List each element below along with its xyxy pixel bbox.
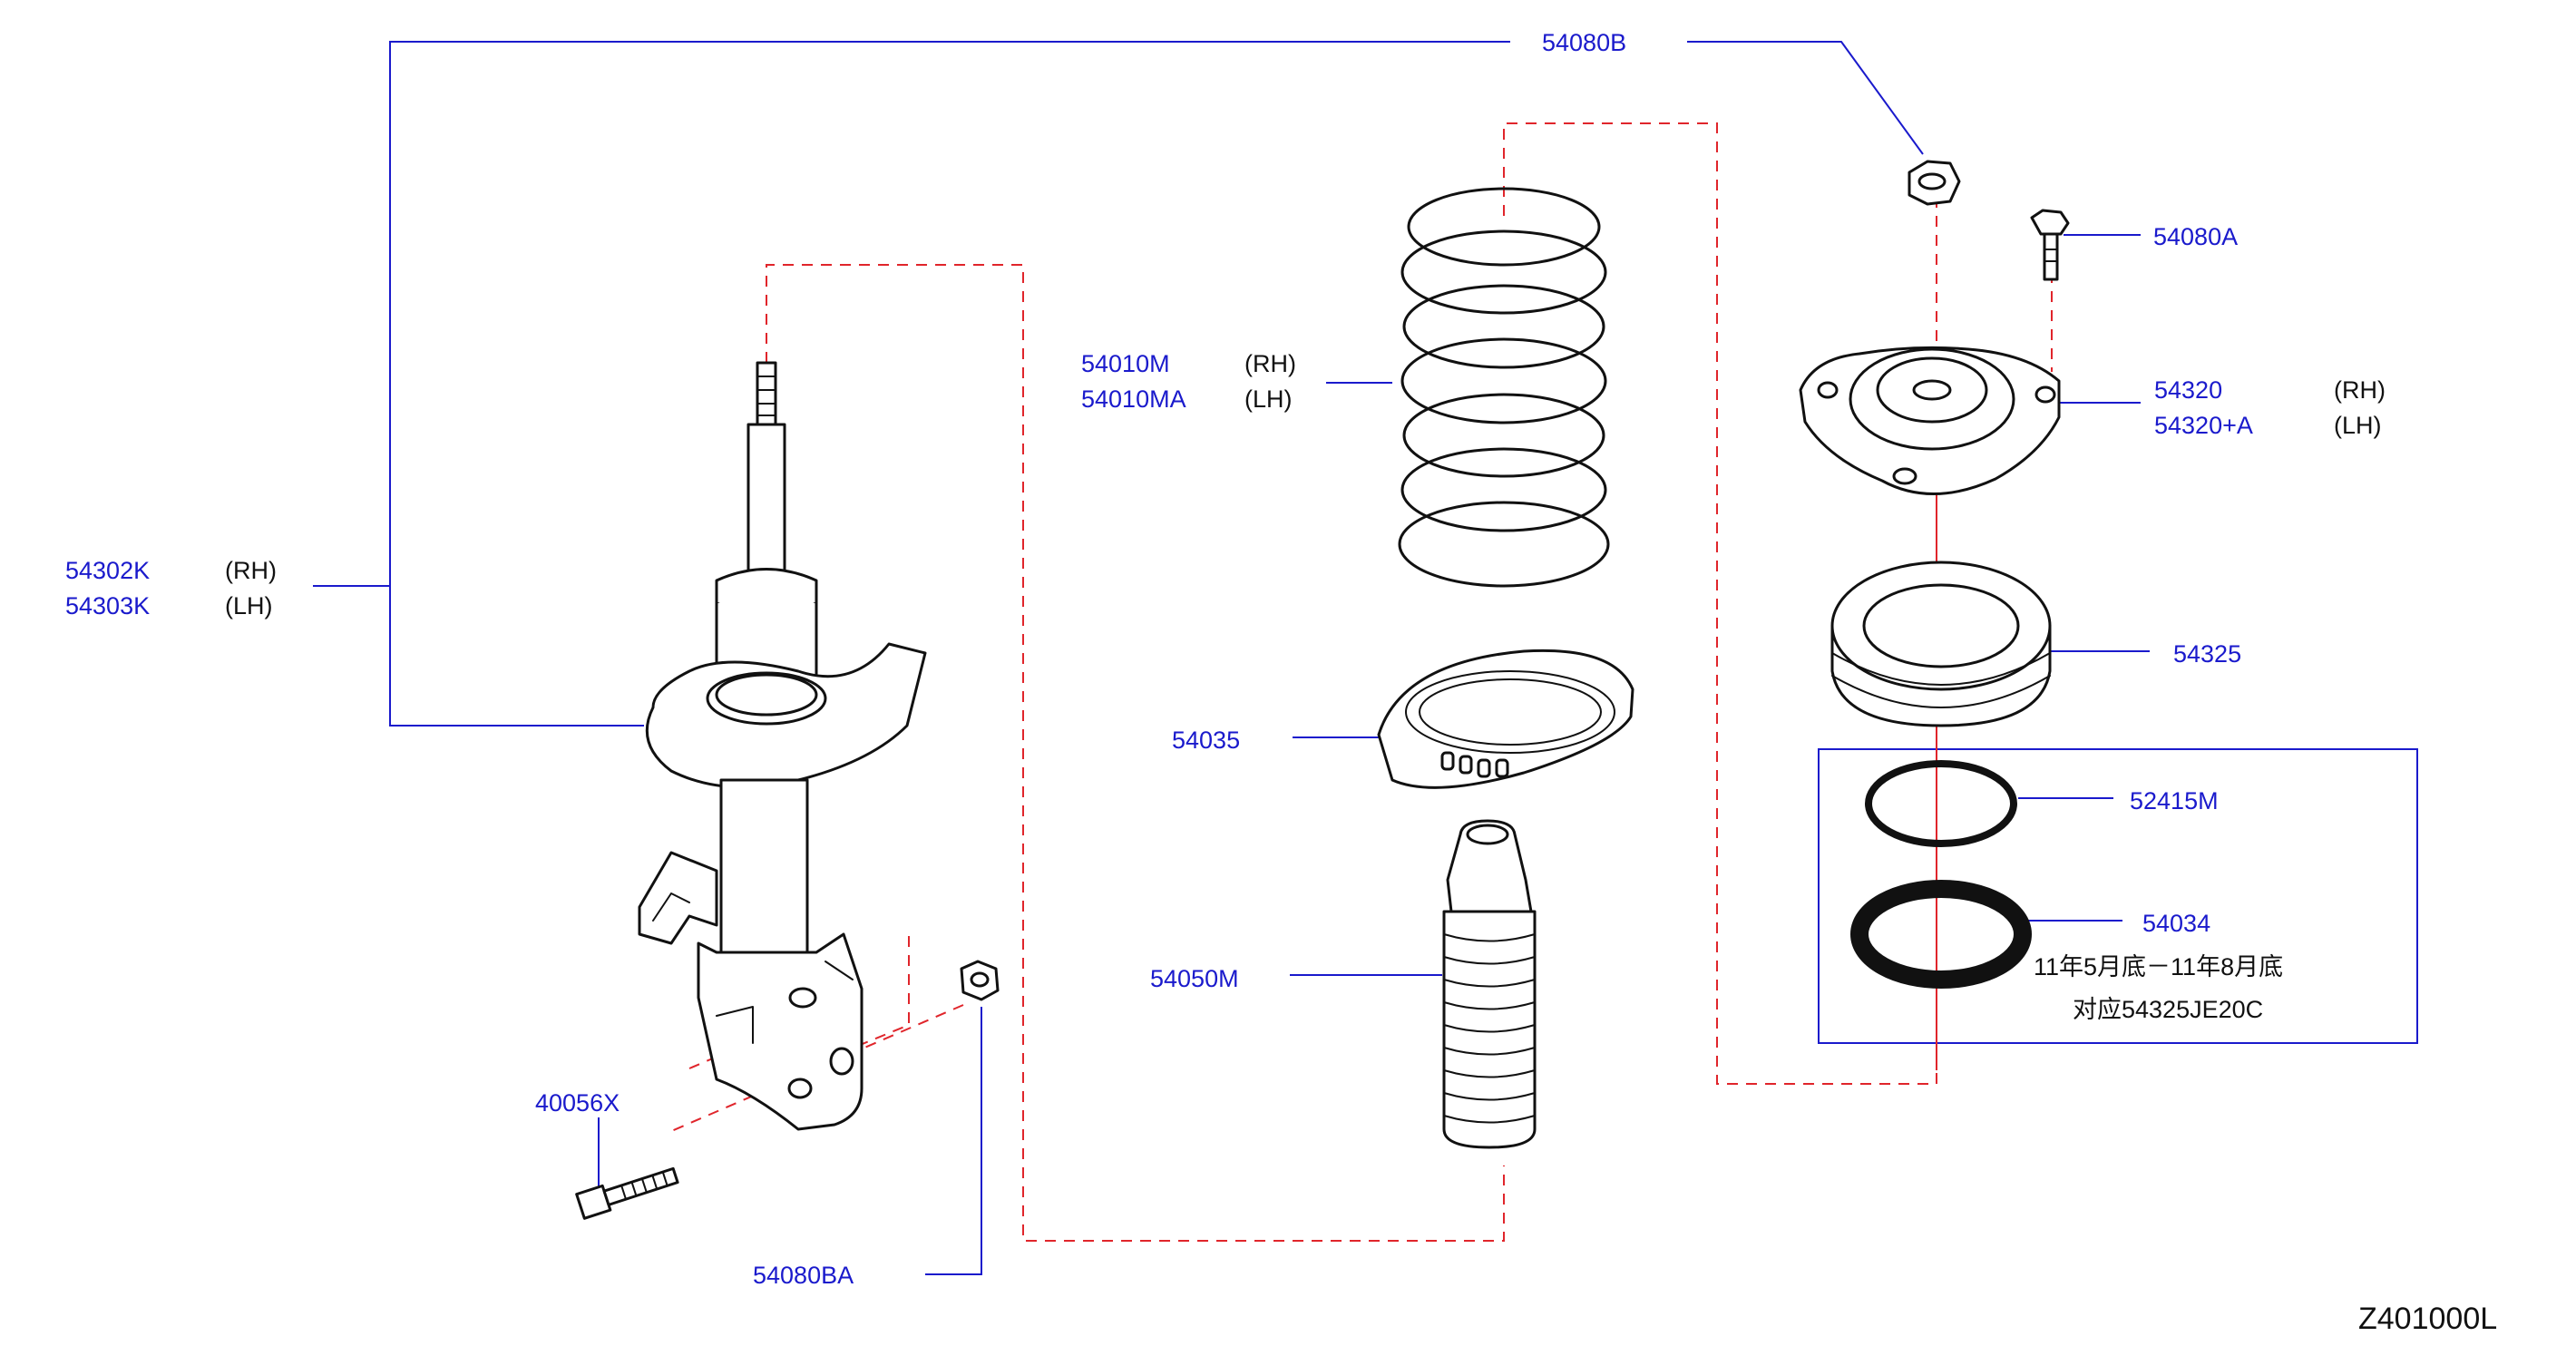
label-54010MA: 54010MA <box>1081 385 1186 413</box>
label-54302K-side: (RH) <box>225 557 277 584</box>
ring-drawing <box>1865 760 2017 847</box>
note-applicability: 对应54325JE20C <box>2073 996 2263 1023</box>
spring-seat-drawing <box>1377 649 1634 789</box>
upper-nut-drawing <box>1908 160 1961 206</box>
label-40056X: 40056X <box>535 1089 620 1117</box>
label-54320: 54320 <box>2154 376 2222 404</box>
label-54080A: 54080A <box>2153 223 2238 250</box>
lower-bolt-drawing <box>575 1166 679 1220</box>
note-date-range: 11年5月底－11年8月底 <box>2034 953 2283 980</box>
label-54320-side: (RH) <box>2334 376 2386 404</box>
label-54303K-side: (LH) <box>225 592 273 619</box>
insulator-drawing <box>1850 880 2032 989</box>
label-54050M: 54050M <box>1150 965 1239 992</box>
label-54010M-side: (RH) <box>1244 350 1296 377</box>
label-54035: 54035 <box>1172 727 1240 754</box>
bound-bumper-drawing <box>1442 819 1537 1149</box>
mount-bearing-drawing <box>1830 561 2052 727</box>
strut-assembly-drawing <box>638 361 927 1131</box>
strut-mount-drawing <box>1799 346 2061 495</box>
label-54010M: 54010M <box>1081 350 1170 377</box>
label-52415M: 52415M <box>2130 787 2219 814</box>
label-54325: 54325 <box>2173 640 2241 668</box>
label-54010MA-side: (LH) <box>1244 385 1293 413</box>
label-54080BA: 54080BA <box>753 1262 854 1289</box>
label-54303K: 54303K <box>65 592 150 619</box>
label-54320A: 54320+A <box>2154 412 2253 439</box>
label-54302K: 54302K <box>65 557 150 584</box>
coil-spring-drawing <box>1398 187 1610 588</box>
part-labels: 54080B 54302K (RH) 54303K (LH) 54010M (R… <box>65 29 2497 1336</box>
mount-bolt-drawing <box>2030 209 2070 281</box>
label-54320A-side: (LH) <box>2334 412 2382 439</box>
label-54080B: 54080B <box>1542 29 1626 56</box>
lower-nut-drawing <box>960 960 1000 1001</box>
leader-lines <box>313 41 2418 1275</box>
diagram-code: Z401000L <box>2358 1302 2497 1336</box>
label-54034: 54034 <box>2142 910 2210 937</box>
